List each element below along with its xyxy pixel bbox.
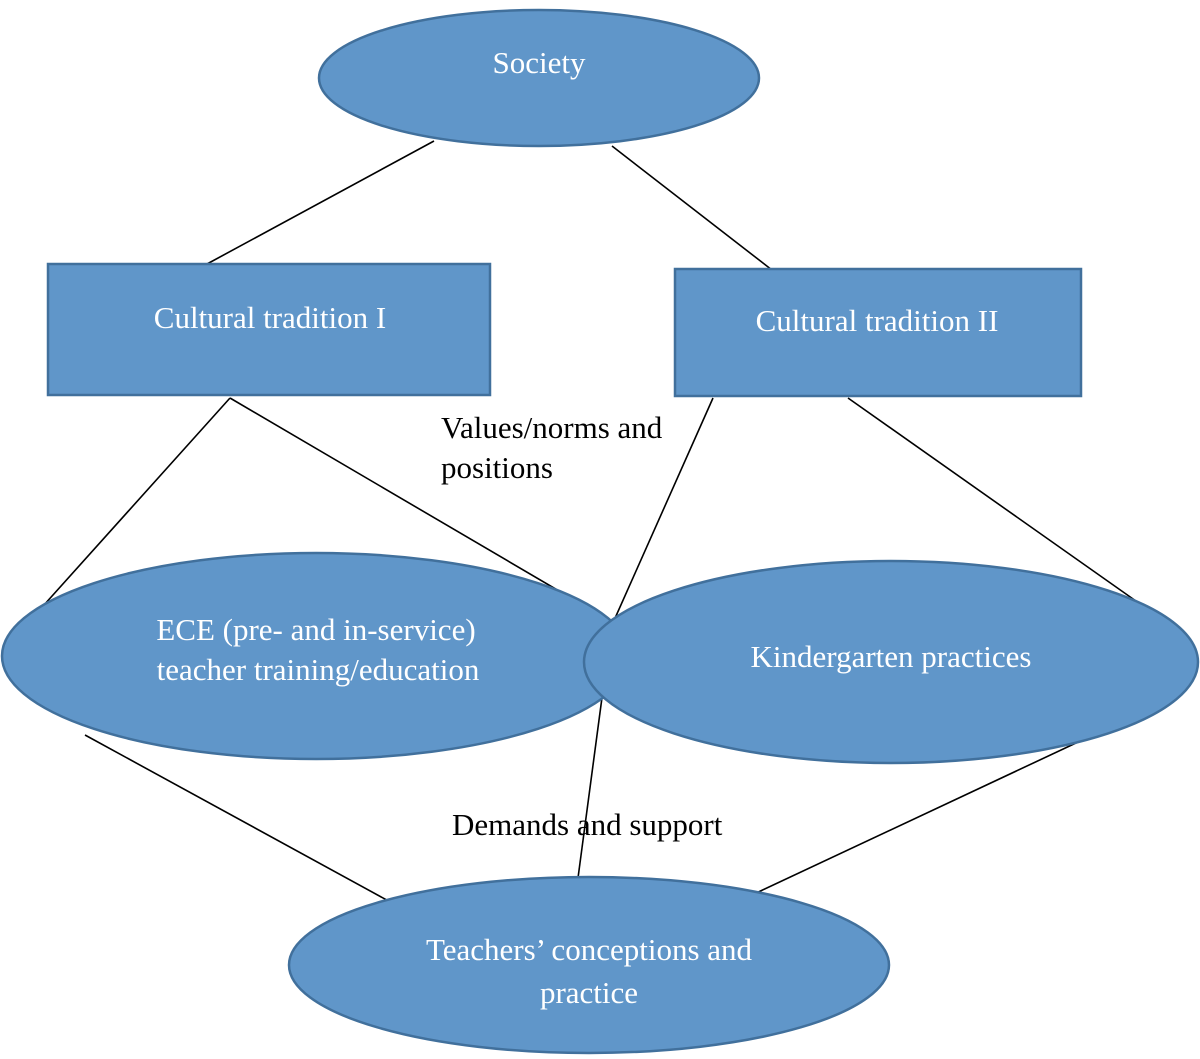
node-ece-training: ECE (pre- and in-service) teacher traini… (0, 551, 632, 761)
teachers-label-line1: Teachers’ conceptions and (426, 932, 753, 967)
connector-kindergarten-teachers-right (736, 727, 1109, 903)
connector-kindergarten-teachers-center (575, 689, 604, 894)
cultural-tradition-2-shape (673, 267, 1083, 398)
demands-support-label: Demands and support (452, 807, 723, 842)
cultural-tradition-1-label: Cultural tradition I (154, 300, 386, 335)
node-teachers-conceptions: Teachers’ conceptions and practice (287, 875, 891, 1055)
kindergarten-label: Kindergarten practices (751, 639, 1032, 674)
cultural-tradition-1-shape (46, 262, 492, 397)
connector-tradition-2-kindergarten-left (611, 397, 714, 626)
values-norms-line1: Values/norms and (441, 410, 663, 445)
node-cultural-tradition-1: Cultural tradition I (46, 262, 492, 397)
society-shape (317, 8, 761, 148)
teachers-shape (287, 875, 891, 1055)
ece-label-line1: ECE (pre- and in-service) (156, 612, 475, 647)
society-label: Society (493, 45, 586, 80)
connector-ece-teachers (84, 734, 406, 911)
node-cultural-tradition-2: Cultural tradition II (673, 267, 1083, 398)
node-kindergarten-practices: Kindergarten practices (582, 559, 1200, 765)
connectors (34, 140, 1171, 911)
cultural-tradition-2-label: Cultural tradition II (756, 303, 999, 338)
connector-society-tradition-2 (611, 145, 773, 271)
node-society: Society (317, 8, 761, 148)
teachers-label-line2: practice (540, 975, 638, 1010)
annotation-demands-support: Demands and support (452, 807, 723, 842)
kindergarten-shape (582, 559, 1200, 765)
connector-tradition-1-ece (34, 397, 231, 616)
ece-label-line2: teacher training/education (157, 652, 480, 687)
connector-tradition-1-kindergarten (229, 397, 613, 623)
connector-society-tradition-1 (206, 140, 435, 265)
connector-tradition-2-kindergarten-right (847, 397, 1171, 626)
values-norms-line2: positions (441, 450, 553, 485)
annotation-values-norms: Values/norms and positions (441, 410, 663, 485)
